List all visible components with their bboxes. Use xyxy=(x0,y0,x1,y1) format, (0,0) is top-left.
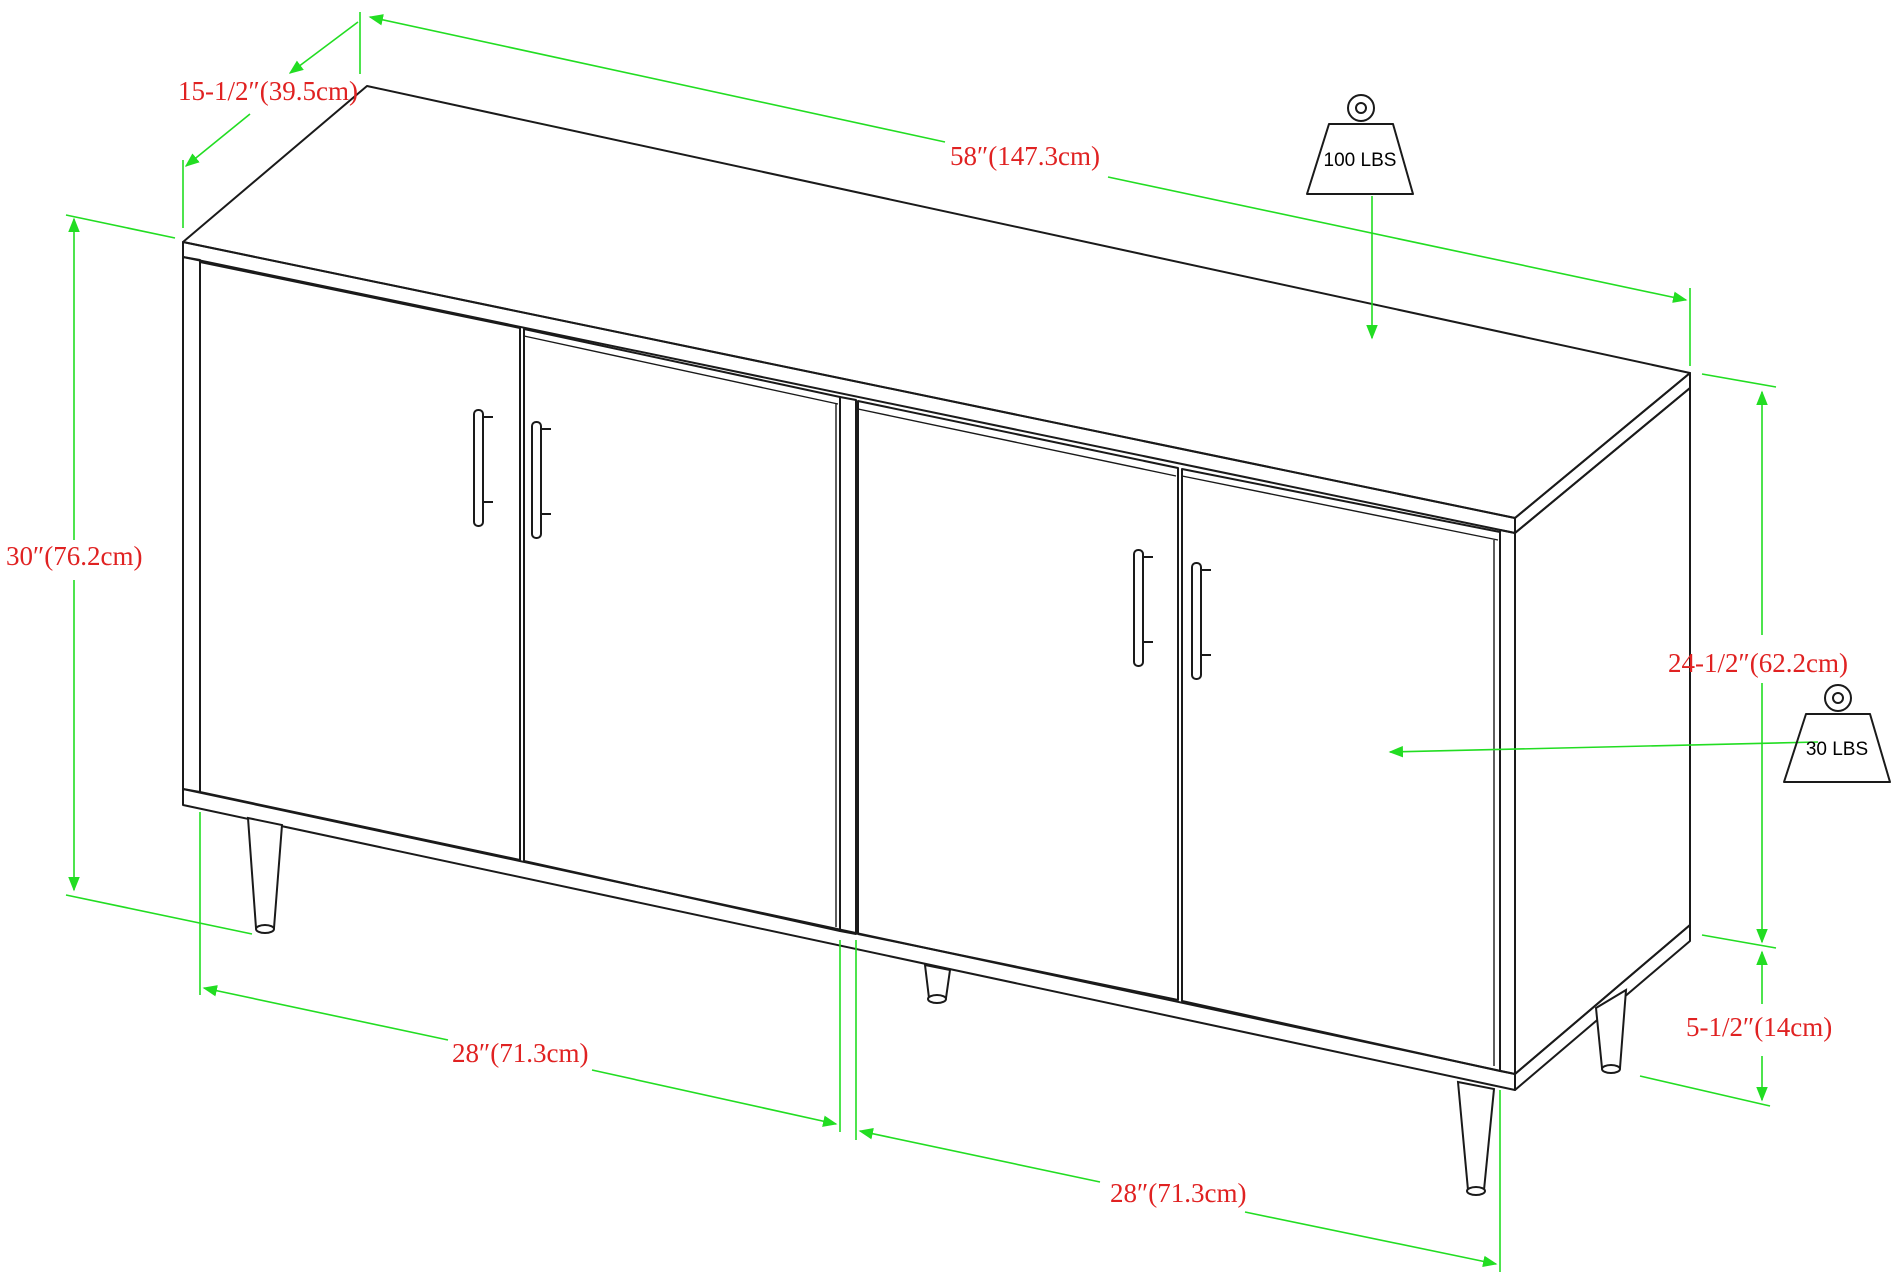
front-frame-divider xyxy=(839,396,857,935)
door-3-inner-edge xyxy=(857,408,1177,477)
cabinet-bottom-side-rail xyxy=(1514,924,1691,1091)
handle-door-3[interactable] xyxy=(1133,549,1153,667)
right-section-width-label: 28″(71.3cm) xyxy=(1110,1178,1246,1208)
sideboard-cabinet xyxy=(182,85,1691,1196)
leg-front-left xyxy=(246,816,284,929)
left-section-width-label: 28″(71.3cm) xyxy=(452,1038,588,1068)
door-3[interactable] xyxy=(857,400,1179,1001)
cabinet-bottom-rail xyxy=(182,788,1516,1091)
handle-door-4[interactable] xyxy=(1191,562,1211,680)
handle-door-1[interactable] xyxy=(473,409,493,527)
leg-front-left-foot xyxy=(255,924,275,934)
weight-icon xyxy=(1783,684,1891,783)
leg-height-label: 5-1/2″(14cm) xyxy=(1686,1012,1832,1042)
front-frame-left xyxy=(182,256,201,793)
cabinet-right-side xyxy=(1514,387,1691,1075)
door-1[interactable] xyxy=(199,261,521,861)
door-4-inner-edge xyxy=(1181,475,1499,541)
height-label: 30″(76.2cm) xyxy=(6,541,142,571)
shelf-weight-label: 30 LBS xyxy=(1806,739,1868,760)
leg-back-middle xyxy=(923,963,952,999)
top-weight-label: 100 LBS xyxy=(1324,150,1397,171)
front-frame-right xyxy=(1499,529,1516,1075)
cabinet-top-surface xyxy=(182,85,1691,519)
leg-front-right-foot xyxy=(1466,1186,1486,1196)
door-4[interactable] xyxy=(1181,468,1501,1072)
dimension-lines xyxy=(65,12,1819,1272)
weight-icon xyxy=(1306,94,1414,195)
cabinet-height-label: 24-1/2″(62.2cm) xyxy=(1668,648,1848,678)
handle-door-2[interactable] xyxy=(531,421,551,539)
leg-front-right xyxy=(1456,1080,1496,1191)
door-2[interactable] xyxy=(523,328,841,932)
leg-back-middle-foot xyxy=(927,994,947,1004)
cabinet-top-side-edge xyxy=(1514,372,1691,534)
cabinet-top-edge xyxy=(182,241,1516,534)
leg-back-right-foot xyxy=(1601,1064,1621,1074)
depth-label: 15-1/2″(39.5cm) xyxy=(178,76,358,106)
width-label: 58″(147.3cm) xyxy=(950,141,1100,171)
door-2-inner-edge xyxy=(523,335,839,405)
